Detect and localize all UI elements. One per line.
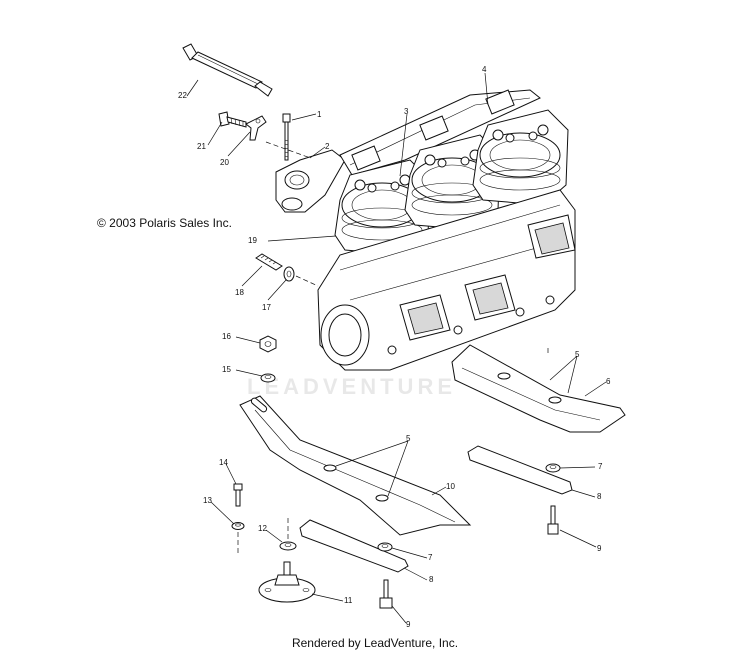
part-1-long-bolt xyxy=(282,113,291,161)
part-20-bracket xyxy=(245,115,267,141)
part-9-right-bolt xyxy=(547,505,559,535)
callout-11: 11 xyxy=(344,596,353,605)
callout-19: 19 xyxy=(248,236,257,245)
part-2-end-cap xyxy=(275,149,346,213)
part-22-rod xyxy=(182,43,273,97)
part-14-bolt xyxy=(233,483,243,507)
part-13-washer xyxy=(231,522,245,530)
footer-credit: Rendered by LeadVenture, Inc. xyxy=(291,636,459,650)
callout-9-right: 9 xyxy=(597,544,602,553)
part-18-stud xyxy=(255,253,283,271)
callout-20: 20 xyxy=(220,158,229,167)
watermark-text: LEADVENTURE xyxy=(247,374,457,399)
callout-6: 6 xyxy=(606,377,611,386)
part-3-cylinder-head-left xyxy=(334,159,431,256)
callout-15: 15 xyxy=(222,365,231,374)
part-7-right-washer xyxy=(545,463,561,473)
callout-labels: 1 2 3 4 5 5 6 7 7 8 8 9 9 10 11 12 13 14… xyxy=(178,65,611,629)
callout-14: 14 xyxy=(219,458,228,467)
part-7-middle-washer xyxy=(377,542,393,552)
callout-1: 1 xyxy=(317,110,322,119)
callout-22: 22 xyxy=(178,91,187,100)
part-9-middle-bolt xyxy=(379,579,393,609)
part-15-washer xyxy=(260,373,276,383)
part-12-washer xyxy=(279,541,297,551)
callout-2: 2 xyxy=(325,142,330,151)
leader-lines xyxy=(186,72,607,624)
part-6-right-mount-bracket xyxy=(451,344,626,433)
callout-21: 21 xyxy=(197,142,206,151)
callout-16: 16 xyxy=(222,332,231,341)
callout-8-middle: 8 xyxy=(429,575,434,584)
copyright-text: © 2003 Polaris Sales Inc. xyxy=(97,216,232,230)
callout-9-middle: 9 xyxy=(406,620,411,629)
callout-4: 4 xyxy=(482,65,487,74)
part-10-left-mount-bracket xyxy=(239,395,472,536)
callout-13: 13 xyxy=(203,496,212,505)
callout-7-right: 7 xyxy=(598,462,603,471)
callout-5-upper: 5 xyxy=(575,350,580,359)
callout-5-lower: 5 xyxy=(406,434,411,443)
callout-18: 18 xyxy=(235,288,244,297)
part-21-bolt xyxy=(218,111,247,128)
part-16-nut xyxy=(259,335,277,353)
callout-10: 10 xyxy=(446,482,455,491)
callout-3: 3 xyxy=(404,107,409,116)
part-11-isolator-mount xyxy=(258,561,316,603)
part-17-washer xyxy=(283,266,295,282)
part-8-middle-plate xyxy=(299,519,409,573)
callout-12: 12 xyxy=(258,524,267,533)
callout-17: 17 xyxy=(262,303,271,312)
crankcase-block xyxy=(317,189,576,371)
part-3-cylinder-head-right xyxy=(472,109,569,206)
callout-7-middle: 7 xyxy=(428,553,433,562)
callout-8-right: 8 xyxy=(597,492,602,501)
